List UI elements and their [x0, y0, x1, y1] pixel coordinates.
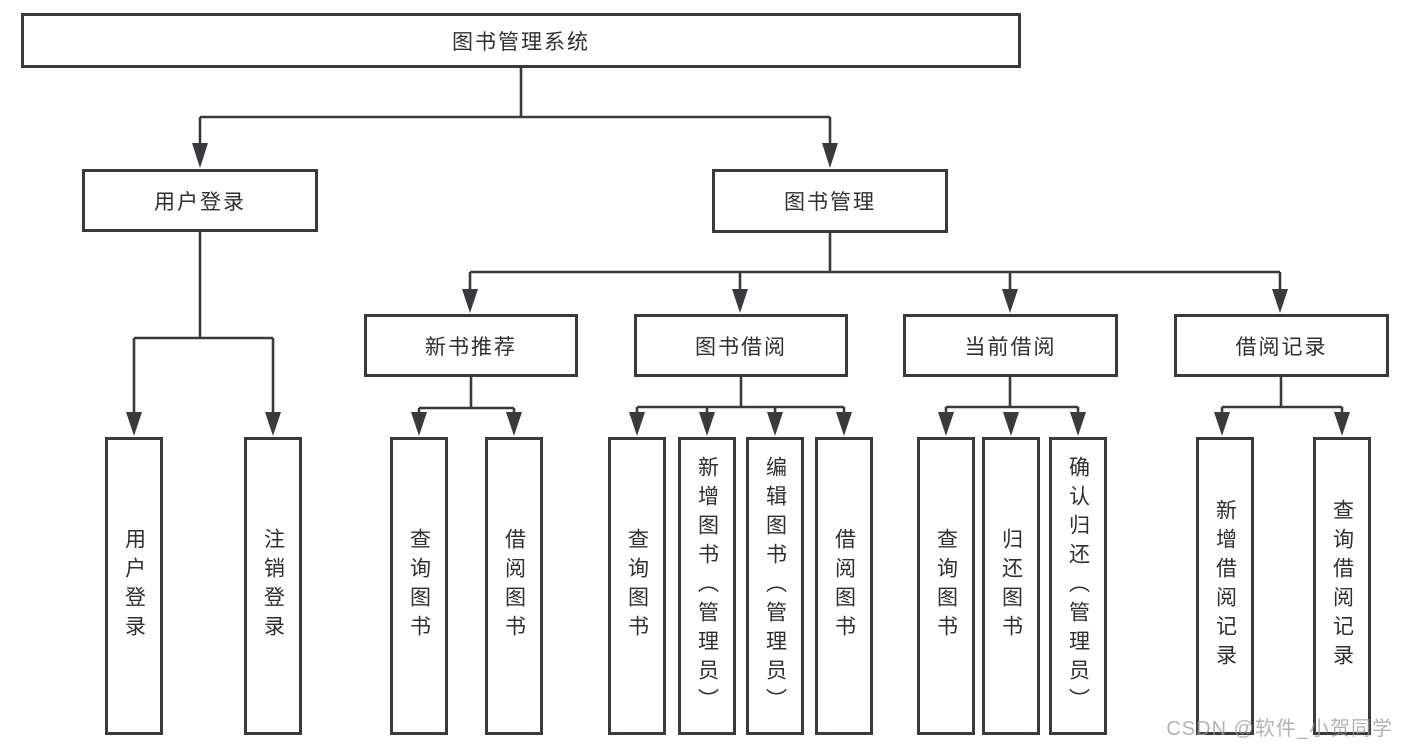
leaf-user-login-label: 用户登录 [122, 528, 146, 644]
leaf-confirm-return-admin: 确认归还（管理员） [1049, 437, 1107, 735]
leaf-logout: 注销登录 [244, 437, 302, 735]
node-new-book-recommend-label: 新书推荐 [425, 335, 517, 359]
leaf-user-login: 用户登录 [105, 437, 163, 735]
node-current-borrow-label: 当前借阅 [964, 335, 1057, 359]
leaf-logout-label: 注销登录 [261, 528, 285, 644]
leaf-edit-book-admin: 编辑图书（管理员） [746, 437, 804, 735]
node-root-label: 图书管理系统 [452, 30, 590, 54]
node-borrow-records-label: 借阅记录 [1235, 335, 1328, 359]
node-root-system: 图书管理系统 [21, 13, 1021, 68]
leaf-query-books-borrow-label: 查询图书 [625, 528, 649, 644]
node-user-login: 用户登录 [82, 169, 318, 232]
node-user-login-label: 用户登录 [154, 190, 246, 214]
leaf-borrow-books-label: 借阅图书 [832, 528, 856, 644]
leaf-return-books: 归还图书 [982, 437, 1040, 735]
node-book-borrow-label: 图书借阅 [695, 335, 787, 359]
leaf-query-borrow-record-label: 查询借阅记录 [1330, 499, 1354, 673]
leaf-query-books-current-label: 查询图书 [934, 528, 958, 644]
leaf-query-books-borrow: 查询图书 [608, 437, 666, 735]
leaf-return-books-label: 归还图书 [999, 528, 1023, 644]
watermark: CSDN @软件_小贺同学 [1166, 718, 1393, 740]
leaf-borrow-books-recommend-label: 借阅图书 [502, 528, 526, 644]
leaf-edit-book-admin-label: 编辑图书（管理员） [763, 455, 787, 717]
node-book-management-label: 图书管理 [784, 191, 876, 214]
leaf-query-books-recommend-label: 查询图书 [407, 528, 431, 644]
node-book-management: 图书管理 [712, 169, 948, 233]
node-borrow-records: 借阅记录 [1174, 314, 1389, 377]
leaf-add-book-admin-label: 新增图书（管理员） [695, 455, 719, 717]
leaf-borrow-books: 借阅图书 [815, 437, 873, 735]
leaf-add-book-admin: 新增图书（管理员） [678, 437, 736, 735]
leaf-query-books-recommend: 查询图书 [390, 437, 448, 735]
leaf-query-books-current: 查询图书 [917, 437, 975, 735]
leaf-borrow-books-recommend: 借阅图书 [485, 437, 543, 735]
node-current-borrow: 当前借阅 [903, 314, 1118, 377]
leaf-query-borrow-record: 查询借阅记录 [1313, 437, 1371, 735]
leaf-confirm-return-admin-label: 确认归还（管理员） [1066, 455, 1090, 717]
leaf-add-borrow-record: 新增借阅记录 [1196, 437, 1254, 735]
node-book-borrow: 图书借阅 [634, 314, 848, 377]
node-new-book-recommend: 新书推荐 [364, 314, 578, 377]
leaf-add-borrow-record-label: 新增借阅记录 [1213, 499, 1237, 673]
